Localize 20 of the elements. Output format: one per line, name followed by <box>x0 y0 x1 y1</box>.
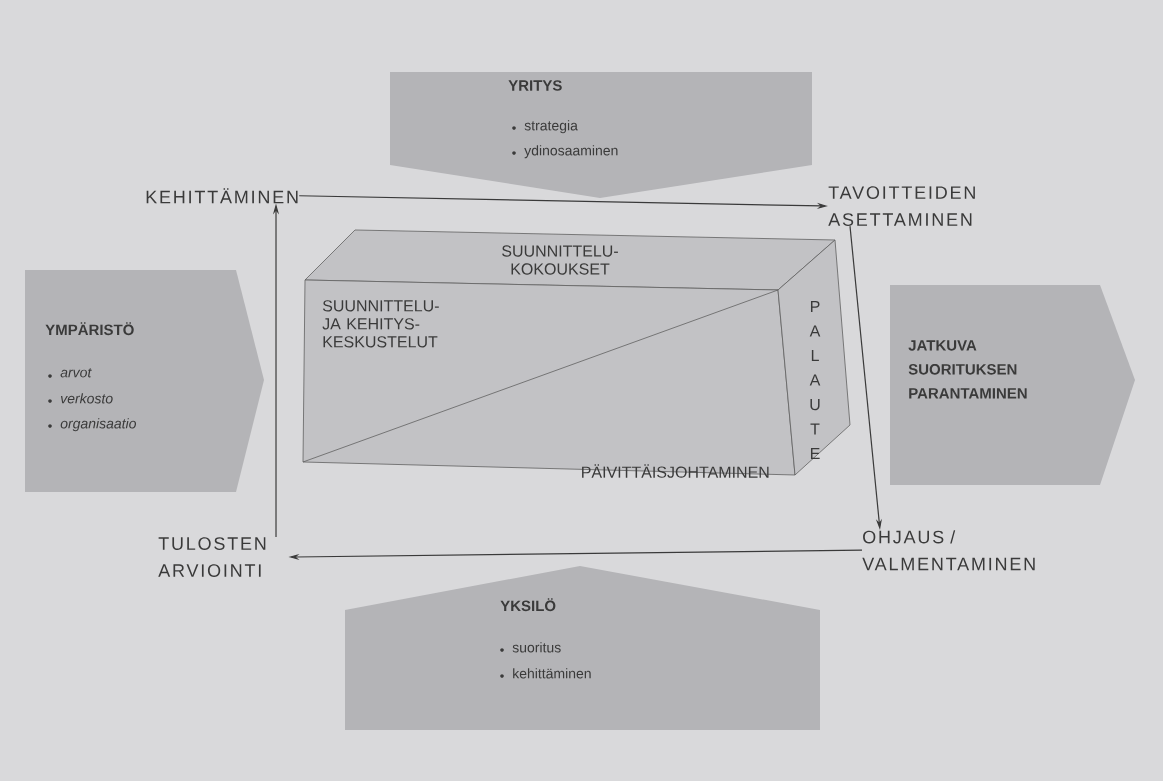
right-arrow-panel: JATKUVA SUORITUKSEN PARANTAMINEN <box>890 285 1135 485</box>
bullet-item: strategia <box>512 120 578 134</box>
bullet-item: suoritus <box>500 642 561 653</box>
bullet-item: verkosto <box>48 393 113 404</box>
box-top-face: SUUNNITTELU- KOKOUKSET <box>304 229 836 291</box>
stage-label: OHJAUS / VALMENTAMINEN <box>862 530 1035 571</box>
right-arrow-panel <box>25 270 264 492</box>
bullet-item: ydinosaaminen <box>512 145 618 159</box>
heading: YMPÄRISTÖ <box>45 322 134 336</box>
bullet-item: organisaatio <box>48 418 136 432</box>
heading: YRITYS <box>508 80 562 91</box>
box-side-face: PALAUTE <box>777 239 851 476</box>
stage-label: KEHITTÄMINEN <box>146 188 298 204</box>
stage-label: TAVOITTEIDEN ASETTAMINEN <box>828 186 975 226</box>
heading: YKSILÖ <box>500 598 556 612</box>
stage-label: TULOSTEN ARVIOINTI <box>158 537 266 577</box>
down-arrow-panel <box>390 72 812 198</box>
bullet-item: arvot <box>48 368 92 378</box>
bullet-item: kehittäminen <box>500 668 591 679</box>
up-arrow-panel <box>345 566 820 730</box>
